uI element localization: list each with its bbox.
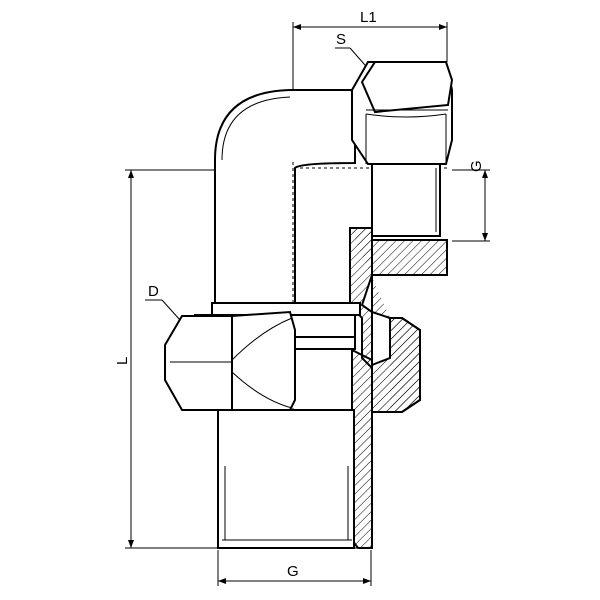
union-section xyxy=(349,227,448,549)
dimension-g-bottom: G xyxy=(217,550,372,586)
label-l1: L1 xyxy=(360,9,377,26)
bottom-thread xyxy=(217,409,371,549)
label-l: L xyxy=(114,357,131,365)
side-thread xyxy=(371,163,441,237)
label-g-bottom: G xyxy=(287,563,299,580)
label-d: D xyxy=(148,283,159,300)
dimension-g-side: G xyxy=(452,160,490,242)
label-g-side: G xyxy=(468,160,485,172)
label-s: S xyxy=(336,31,346,48)
nut-bottom xyxy=(164,310,296,411)
nut-top xyxy=(351,61,454,165)
dimension-l1: L1 xyxy=(292,9,448,90)
